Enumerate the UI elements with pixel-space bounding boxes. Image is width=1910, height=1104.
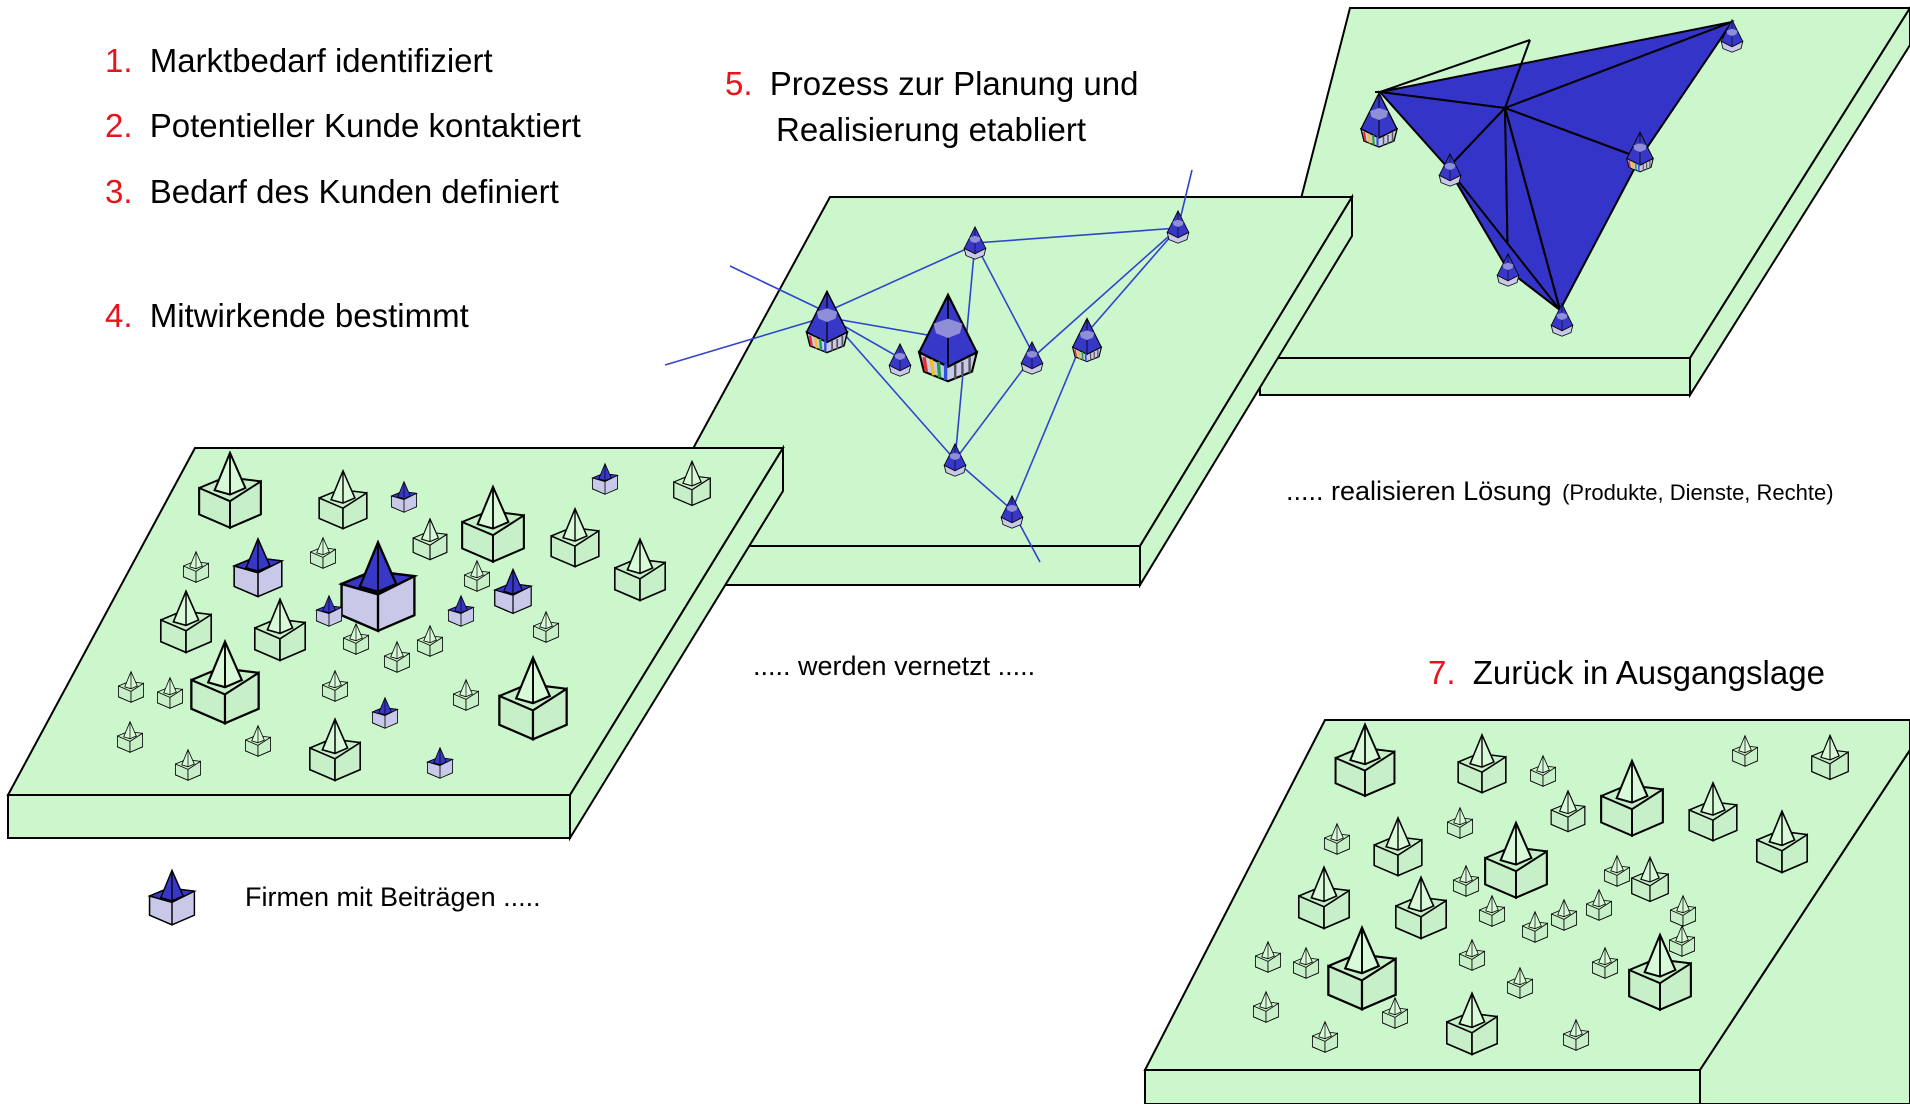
solution-network-shape [1375, 19, 1735, 313]
svg-text:5. Prozess zur Planung u: 5. Prozess zur Planung und [725, 65, 1138, 102]
step-4-text: Mitwirkende bestimmt [150, 297, 469, 334]
step-5-heading: 5. Prozess zur Planung und Realisierung … [725, 65, 1138, 148]
step-5-number: 5. [725, 65, 753, 102]
platform-network [638, 193, 1354, 589]
step-5-text-line2: Realisierung etabliert [776, 111, 1086, 148]
step-7-number: 7. [1428, 654, 1456, 691]
step-2-number: 2. [105, 107, 133, 144]
company-legend-icon [148, 869, 196, 926]
step-list: 1. Marktbedarf identifiziert 2. Potentie… [105, 42, 581, 334]
step-1-number: 1. [105, 42, 133, 79]
step-2-text: Potentieller Kunde kontaktiert [150, 107, 581, 144]
svg-text:1. Marktbedarf identifiz: 1. Marktbedarf identifiziert [105, 42, 493, 79]
network-links [664, 169, 1193, 563]
step-1-text: Marktbedarf identifiziert [150, 42, 493, 79]
platform-return [1143, 719, 1910, 1104]
step-3-text: Bedarf des Kunden definiert [150, 173, 559, 210]
svg-text:4. Mitwirkende bestimmt: 4. Mitwirkende bestimmt [105, 297, 469, 334]
step-5-text: Prozess zur Planung und [770, 65, 1139, 102]
step-3-number: 3. [105, 173, 133, 210]
step-7-heading: 7. Zurück in Ausgangslage [1428, 654, 1825, 691]
step-4-number: 4. [105, 297, 133, 334]
svg-text:2. Potentieller Kunde ko: 2. Potentieller Kunde kontaktiert [105, 107, 581, 144]
step-7-text: Zurück in Ausgangslage [1473, 654, 1825, 691]
legend-label: Firmen mit Beiträgen ..... [245, 882, 541, 912]
caption-solution: ..... realisieren Lösung (Produkte, Dien… [1286, 476, 1834, 506]
caption-networked: ..... werden vernetzt ..... [753, 651, 1035, 681]
svg-text:3. Bedarf des Kunden def: 3. Bedarf des Kunden definiert [105, 173, 559, 210]
caption-solution-main: ..... realisieren Lösung [1286, 476, 1552, 506]
caption-solution-detail: (Produkte, Dienste, Rechte) [1562, 480, 1833, 505]
